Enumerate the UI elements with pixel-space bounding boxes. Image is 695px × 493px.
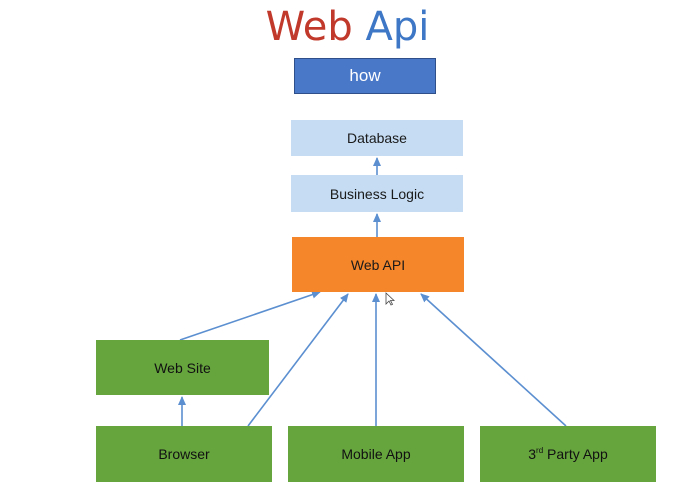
third-party-text: Party App [543, 446, 608, 462]
title-word-api: Api [365, 4, 430, 50]
mouse-cursor-icon [385, 292, 395, 306]
database-label: Database [347, 130, 407, 146]
mobile-app-label: Mobile App [341, 446, 411, 462]
web-api-box: Web API [292, 237, 464, 292]
database-box: Database [291, 120, 463, 156]
title-word-web: Web [265, 4, 353, 50]
third-party-ordinal: rd [536, 446, 544, 455]
arrow-website-to-api [179, 290, 321, 341]
business-logic-label: Business Logic [329, 185, 425, 202]
mobile-app-box: Mobile App [288, 426, 464, 482]
web-api-label: Web API [350, 256, 406, 273]
third-party-number: 3 [528, 446, 537, 462]
page-title: Web Api [0, 2, 695, 52]
browser-label: Browser [158, 446, 210, 462]
how-button[interactable]: how [294, 58, 436, 94]
browser-box: Browser [96, 426, 272, 482]
third-party-app-label: 3rd Party App [528, 446, 608, 462]
arrow-thirdparty-to-api [420, 293, 567, 427]
third-party-app-box: 3rd Party App [480, 426, 656, 482]
web-site-box: Web Site [96, 340, 269, 395]
web-site-label: Web Site [154, 359, 211, 376]
business-logic-box: Business Logic [291, 175, 463, 212]
